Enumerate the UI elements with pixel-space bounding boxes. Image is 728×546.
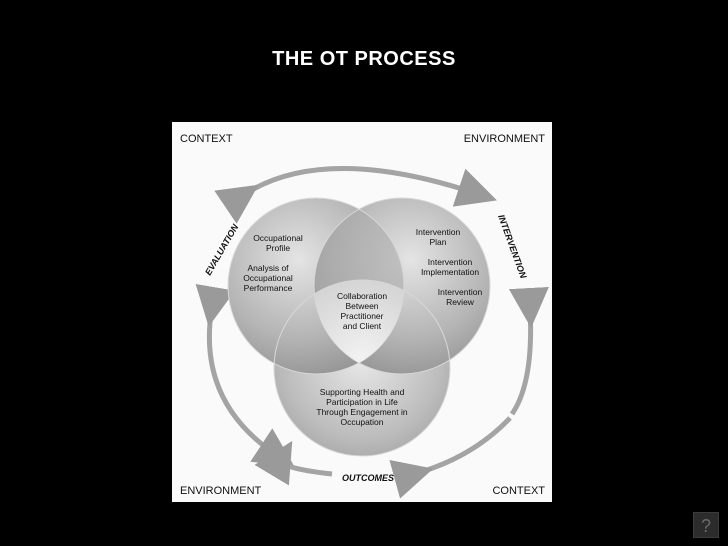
bottom-left-arrow bbox=[254, 440, 333, 486]
slide-title: THE OT PROCESS bbox=[272, 48, 456, 70]
int-item-1-line-2: Plan bbox=[429, 237, 446, 247]
eval-item-2-line-1: Analysis of bbox=[247, 263, 289, 273]
int-item-1-line-1: Intervention bbox=[416, 227, 461, 237]
corner-label-bottom-left: ENVIRONMENT bbox=[180, 485, 262, 497]
evaluation-circle-text: Occupational Profile Analysis of Occupat… bbox=[243, 233, 303, 293]
top-cycle-arrow bbox=[214, 166, 497, 224]
eval-item-2-line-3: Performance bbox=[244, 283, 293, 293]
int-item-2-line-1: Intervention bbox=[428, 257, 473, 267]
corner-label-bottom-right: CONTEXT bbox=[492, 485, 545, 497]
help-button[interactable]: ? bbox=[693, 512, 719, 538]
diagram-canvas: CONTEXT ENVIRONMENT ENVIRONMENT CONTEXT … bbox=[172, 122, 552, 502]
center-line-3: Practitioner bbox=[341, 311, 384, 321]
outcomes-line-3: Through Engagement in bbox=[316, 407, 407, 417]
int-item-2-line-2: Implementation bbox=[421, 267, 479, 277]
center-line-2: Between bbox=[345, 301, 378, 311]
intervention-circle-text: Intervention Plan Intervention Implement… bbox=[416, 227, 483, 307]
int-item-3-line-2: Review bbox=[446, 297, 475, 307]
corner-label-top-right: ENVIRONMENT bbox=[464, 133, 546, 145]
outcomes-circle-text: Supporting Health and Participation in L… bbox=[316, 387, 407, 427]
center-text: Collaboration Between Practitioner and C… bbox=[337, 291, 387, 331]
outcomes-line-2: Participation in Life bbox=[326, 397, 398, 407]
center-line-1: Collaboration bbox=[337, 291, 387, 301]
arc-label-outcomes: OUTCOMES bbox=[342, 473, 394, 483]
corner-label-top-left: CONTEXT bbox=[180, 133, 233, 145]
outcomes-line-1: Supporting Health and bbox=[320, 387, 405, 397]
eval-item-1-line-2: Profile bbox=[266, 243, 290, 253]
int-item-3-line-1: Intervention bbox=[438, 287, 483, 297]
right-cycle-arrow bbox=[508, 286, 549, 416]
outcomes-line-4: Occupation bbox=[341, 417, 384, 427]
center-line-4: and Client bbox=[343, 321, 382, 331]
ot-process-diagram: CONTEXT ENVIRONMENT ENVIRONMENT CONTEXT … bbox=[172, 122, 552, 502]
bottom-right-arrow bbox=[389, 416, 512, 499]
eval-item-1-line-1: Occupational bbox=[253, 233, 303, 243]
eval-item-2-line-2: Occupational bbox=[243, 273, 293, 283]
